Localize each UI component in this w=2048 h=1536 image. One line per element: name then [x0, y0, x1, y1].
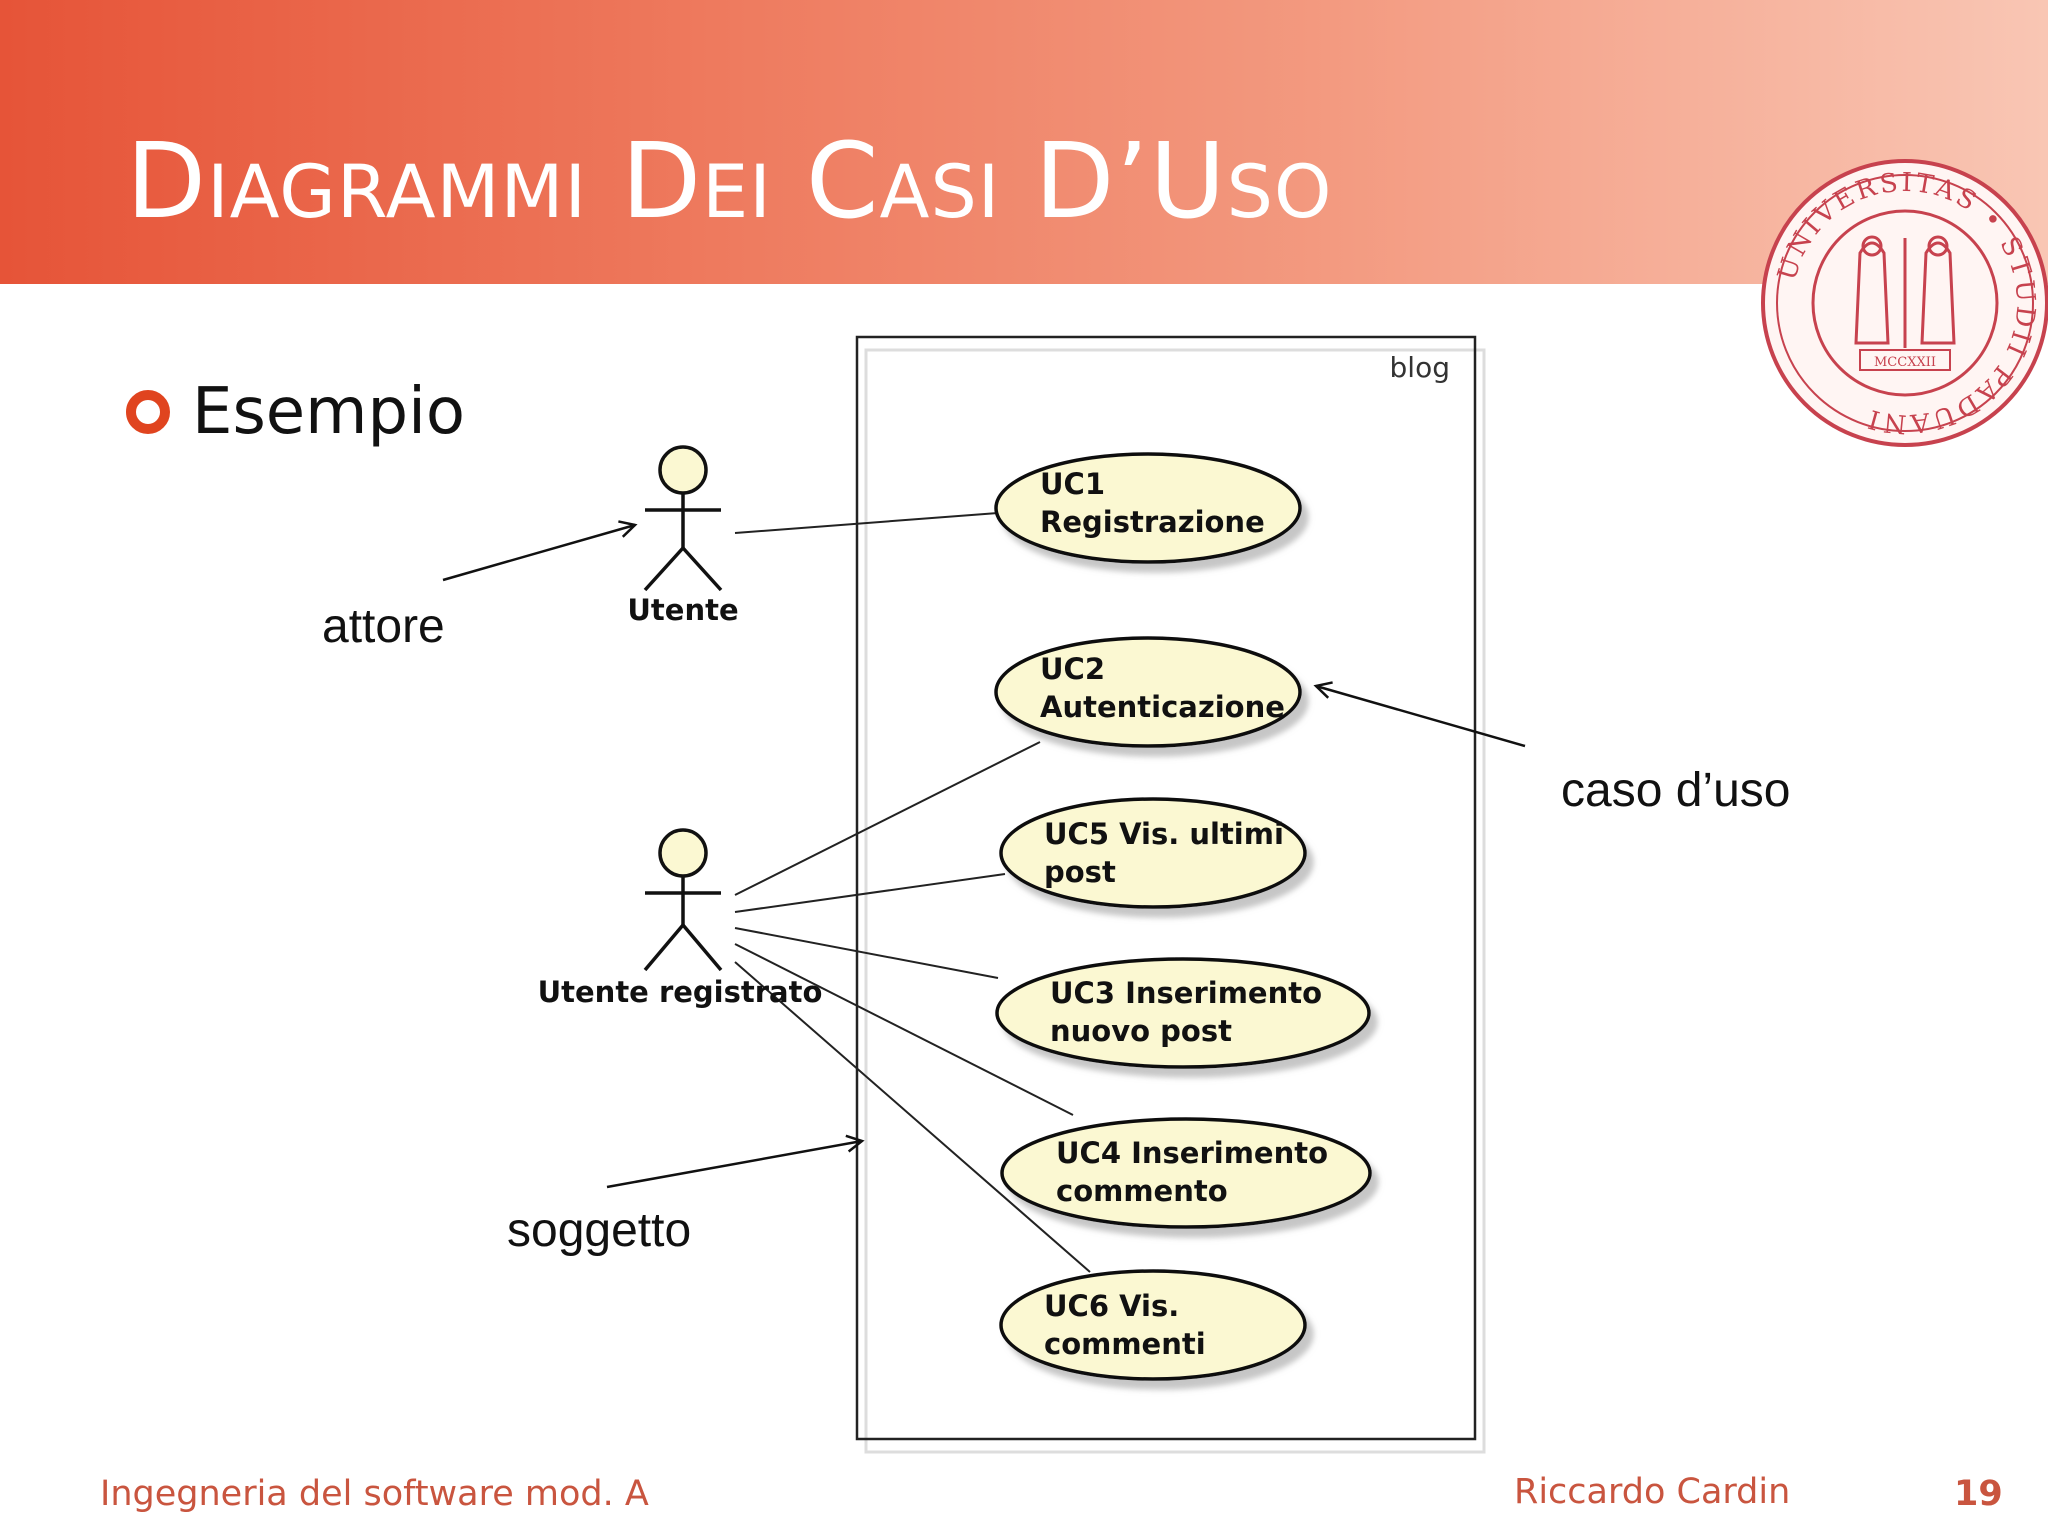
- use-case-label: UC5 Vis. ultimi: [1044, 817, 1284, 851]
- association-line: [734, 512, 999, 534]
- system-boundary-shadow: [864, 348, 1486, 1454]
- system-name: blog: [1390, 351, 1450, 384]
- callout-soggetto: soggetto: [507, 1204, 691, 1257]
- system-boundary: [855, 335, 1477, 1441]
- callout-caso-duso: caso d’uso: [1561, 764, 1790, 817]
- use-case-label: UC3 Inserimento: [1050, 976, 1322, 1010]
- page-number: 19: [1954, 1474, 2003, 1514]
- arrow-to-actor: [442, 520, 638, 582]
- use-case-label: Autenticazione: [1040, 690, 1285, 724]
- association-line: [734, 741, 1041, 896]
- actor-label-utente: Utente: [627, 593, 738, 627]
- use-case-uc4: UC4 Inserimento commento: [1000, 1117, 1372, 1229]
- slide-title: Diagrammi Dei Casi D’Uso: [126, 120, 1333, 242]
- association-line: [734, 943, 1074, 1116]
- arrow-to-use-case: [1313, 681, 1526, 748]
- university-seal-icon: UNIVERSITAS • STUDII PADUANI MCCXXII: [1761, 159, 2048, 447]
- bullet-text: Esempio: [192, 375, 466, 449]
- use-case-label: UC4 Inserimento: [1056, 1136, 1328, 1170]
- association-line: [734, 873, 1006, 913]
- use-case-uc3: UC3 Inserimento nuovo post: [995, 957, 1371, 1069]
- title-banner: [0, 0, 2048, 284]
- association-line: [734, 927, 999, 979]
- use-case-label: UC6 Vis.: [1044, 1289, 1179, 1323]
- use-case-label: UC2: [1040, 652, 1105, 686]
- use-case-label: commenti: [1044, 1327, 1206, 1361]
- actor-utente: [643, 445, 723, 592]
- use-case-label: commento: [1056, 1174, 1228, 1208]
- associations: [734, 512, 1091, 1273]
- use-case-uc5: UC5 Vis. ultimi post: [999, 797, 1307, 909]
- bullet-ring-icon: [126, 390, 170, 434]
- use-case-label: post: [1044, 855, 1116, 889]
- use-case-uc2: UC2 Autenticazione: [994, 636, 1302, 748]
- arrow-to-subject: [606, 1134, 865, 1189]
- use-case-label: nuovo post: [1050, 1014, 1232, 1048]
- seal-year: MCCXXII: [1874, 355, 1936, 370]
- association-line: [734, 961, 1091, 1273]
- use-case-uc1: UC1 Registrazione: [994, 452, 1302, 564]
- footer-author: Riccardo Cardin: [1514, 1472, 1791, 1512]
- use-case-label: UC1: [1040, 467, 1105, 501]
- bullet-row: Esempio: [126, 375, 465, 449]
- actor-label-utente-registrato: Utente registrato: [538, 975, 823, 1009]
- actor-utente-registrato: [643, 828, 723, 972]
- use-case-uc6: UC6 Vis. commenti: [999, 1269, 1307, 1381]
- use-case-label: Registrazione: [1040, 505, 1265, 539]
- callout-attore: attore: [322, 600, 445, 653]
- callout-arrows: [442, 520, 1526, 1189]
- footer-course: Ingegneria del software mod. A: [100, 1474, 649, 1514]
